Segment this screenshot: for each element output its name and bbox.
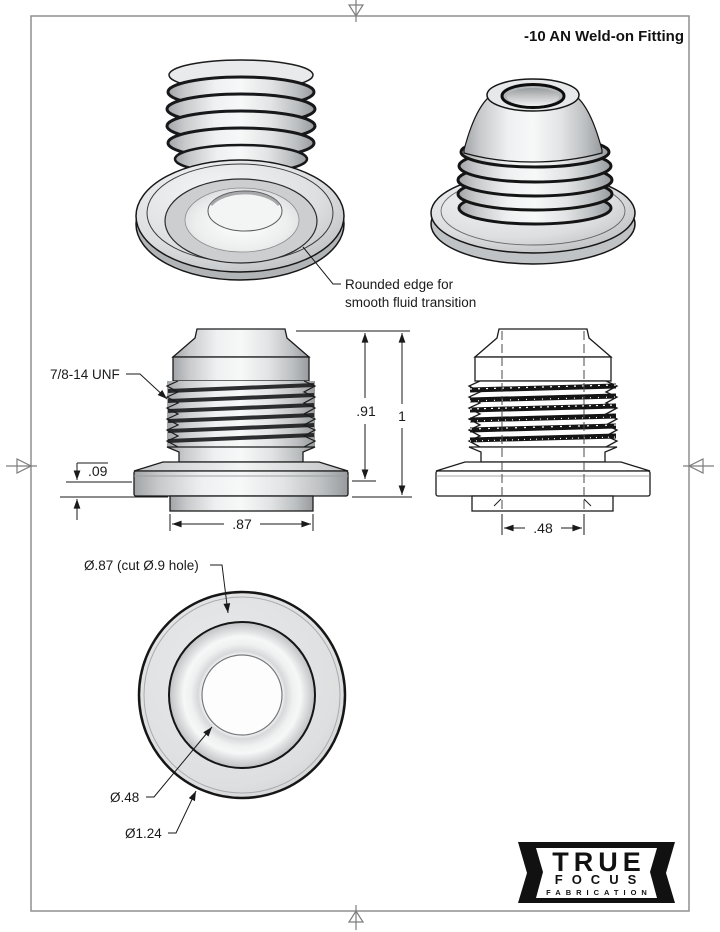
dim-flange-thickness: .09 bbox=[60, 462, 168, 520]
center-mark-top-icon bbox=[347, 0, 365, 22]
center-mark-right-icon bbox=[683, 458, 714, 474]
logo-true-focus: TRUE FOCUS FABRICATION bbox=[518, 842, 675, 903]
callout-rounded-edge: Rounded edge for smooth fluid transition bbox=[302, 246, 476, 310]
dim-bore-width: .48 bbox=[501, 514, 585, 536]
logo-line1: TRUE bbox=[552, 847, 646, 877]
dim-body-height: .91 bbox=[296, 330, 410, 482]
flange-diameter-label: Ø1.24 bbox=[125, 826, 162, 841]
view-side-line bbox=[435, 328, 651, 512]
view-perspective-top bbox=[430, 78, 636, 265]
logo-line2: FOCUS bbox=[555, 872, 646, 887]
center-mark-left-icon bbox=[6, 458, 37, 474]
bore-width-value: .48 bbox=[533, 520, 553, 536]
dim-bore-diameter: Ø.48 bbox=[110, 726, 213, 805]
callout-line2: smooth fluid transition bbox=[345, 295, 476, 310]
dim-overall-height: 1 bbox=[352, 333, 412, 498]
flange-thickness-value: .09 bbox=[88, 463, 108, 479]
view-perspective-bottom bbox=[135, 59, 345, 281]
view-side-shaded bbox=[133, 328, 349, 512]
dim-thread-spec: 7/8-14 UNF bbox=[50, 367, 168, 400]
callout-line1: Rounded edge for bbox=[345, 277, 454, 292]
dim-nipple-width: .87 bbox=[169, 514, 314, 532]
dim-flange-diameter: Ø1.24 bbox=[125, 790, 197, 841]
center-mark-bottom-icon bbox=[347, 905, 365, 930]
dim-nipple-diameter: Ø.87 (cut Ø.9 hole) bbox=[84, 558, 231, 614]
view-bottom-circular bbox=[137, 590, 347, 800]
logo-line3: FABRICATION bbox=[546, 888, 652, 897]
drawing-title: -10 AN Weld-on Fitting bbox=[524, 28, 684, 45]
sheet-border bbox=[30, 15, 690, 912]
thread-spec-label: 7/8-14 UNF bbox=[50, 367, 120, 382]
nipple-diameter-label: Ø.87 (cut Ø.9 hole) bbox=[84, 558, 199, 573]
overall-height-value: 1 bbox=[398, 408, 406, 424]
bore-diameter-label: Ø.48 bbox=[110, 790, 139, 805]
nipple-width-value: .87 bbox=[232, 516, 252, 532]
body-height-value: .91 bbox=[356, 403, 376, 419]
